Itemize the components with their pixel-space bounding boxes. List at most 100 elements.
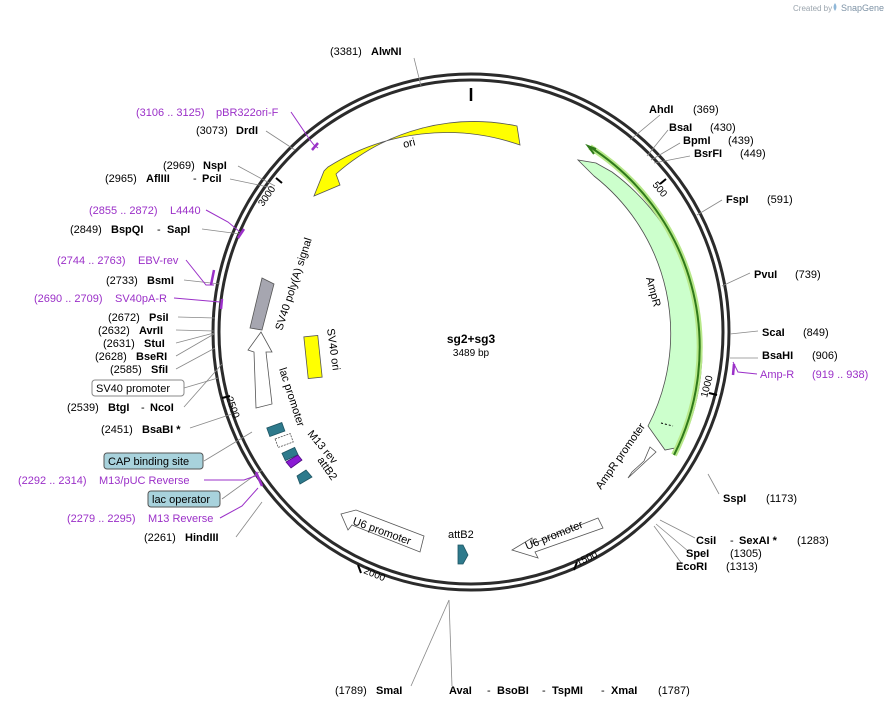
site-bsahi-name[interactable]: BsaHI: [762, 350, 793, 362]
cap-binding-site-mark[interactable]: [266, 422, 286, 438]
lac-operator-mark[interactable]: [274, 432, 294, 448]
site-bspqi-name[interactable]: BspQI: [111, 224, 143, 236]
pbr322-primer-mark: [311, 142, 319, 151]
ori-arrow[interactable]: [313, 121, 521, 197]
primer-m13rev-name[interactable]: M13 Reverse: [148, 513, 213, 525]
site-spei-name[interactable]: SpeI: [686, 548, 709, 560]
u6-promoter-left-arrow[interactable]: [340, 509, 425, 553]
feature-sv40-ori[interactable]: SV40 ori: [303, 328, 342, 380]
site-hindiii-name[interactable]: HindIII: [185, 532, 219, 544]
right-site-labels: AhdI (369) BsaI (430) BpmI (439) BsrFI (…: [649, 104, 868, 573]
site-ahdi-name[interactable]: AhdI: [649, 104, 673, 116]
lac-operator-label: lac operator: [152, 494, 210, 506]
tick-2000-mark: [357, 564, 362, 574]
feature-attb2-bottom[interactable]: attB2: [448, 529, 474, 565]
bottom-site-labels: (1789) SmaI AvaI - BsoBI - TspMI - XmaI …: [335, 685, 690, 697]
feature-ori[interactable]: ori: [313, 121, 521, 197]
site-smai-name[interactable]: SmaI: [376, 685, 402, 697]
site-avai-name[interactable]: AvaI: [449, 685, 472, 697]
u6-promoter-right-arrow[interactable]: [511, 517, 604, 559]
feature-sv40-polya[interactable]: SV40 poly(A) signal: [249, 236, 315, 332]
site-pcii-name[interactable]: PciI: [202, 173, 222, 185]
site-ncoi-name[interactable]: NcoI: [150, 402, 174, 414]
tick-500: 500: [650, 180, 669, 200]
tick-1500: 1500: [575, 549, 600, 569]
site-sexai-name[interactable]: SexAI *: [739, 535, 778, 547]
credit-brand: SnapGene: [841, 3, 884, 13]
sv40-ori-box[interactable]: [303, 334, 323, 380]
site-drdi-name[interactable]: DrdI: [236, 125, 258, 137]
primer-pbr322-name[interactable]: pBR322ori-F: [216, 107, 279, 119]
site-scai-name[interactable]: ScaI: [762, 327, 785, 339]
site-fspi-name[interactable]: FspI: [726, 194, 749, 206]
feature-ampr[interactable]: AmpR: [576, 143, 703, 457]
site-avrii-name[interactable]: AvrII: [139, 325, 163, 337]
primer-m13rev-range: (2279 .. 2295): [67, 513, 136, 525]
primer-ebv-range: (2744 .. 2763): [57, 255, 126, 267]
primer-l4440-name[interactable]: L4440: [170, 205, 201, 217]
m13-rev-mark[interactable]: [285, 454, 303, 469]
site-spei-pos: (1305): [730, 548, 762, 560]
sv40-promoter-box[interactable]: [91, 379, 185, 397]
site-alwni-name[interactable]: AlwNI: [371, 46, 402, 58]
cap-binding-site-box[interactable]: [103, 452, 204, 470]
lac-promoter-label: lac promoter: [276, 366, 306, 428]
site-csii-name[interactable]: CsiI: [696, 535, 716, 547]
site-ecori-pos: (1313): [726, 561, 758, 573]
ampr-direction-icon: [585, 143, 597, 155]
site-bsai-name[interactable]: BsaI: [669, 122, 692, 134]
lac-operator-box[interactable]: [147, 490, 221, 508]
l4440-primer-mark: [236, 228, 246, 239]
site-bsobi-name[interactable]: BsoBI: [497, 685, 529, 697]
lac-promoter-arrow[interactable]: [247, 331, 273, 409]
sv40-polya-arrow[interactable]: [249, 277, 275, 331]
primer-sv40pa-name[interactable]: SV40pA-R: [115, 293, 167, 305]
leader-lines: [175, 57, 759, 687]
attb2-small-arrow[interactable]: [296, 469, 313, 485]
primer-ebv-name[interactable]: EBV-rev: [138, 255, 179, 267]
site-sspi-name[interactable]: SspI: [723, 493, 746, 505]
site-btgi-name[interactable]: BtgI: [108, 402, 129, 414]
site-smai-pos: (1789): [335, 685, 367, 697]
feature-lac-promoter[interactable]: lac promoter: [247, 331, 307, 428]
tick-3000-mark: [275, 177, 283, 184]
site-bpmi-pos: (439): [728, 135, 754, 147]
site-tspmi-name[interactable]: TspMI: [552, 685, 583, 697]
attb2-bottom-arrow[interactable]: [457, 544, 469, 565]
ampr-arrow[interactable]: [576, 159, 703, 451]
site-bseri-name[interactable]: BseRI: [136, 351, 167, 363]
site-nspi-name[interactable]: NspI: [203, 160, 227, 172]
site-sfii-name[interactable]: SfiI: [151, 364, 168, 376]
site-csii-sep: -: [730, 535, 734, 547]
backbone: [211, 72, 731, 592]
site-afliii-name[interactable]: AflIII: [146, 173, 170, 185]
primer-m13puc-name[interactable]: M13/pUC Reverse: [99, 475, 189, 487]
top-site-labels: (3381) AlwNI: [330, 46, 402, 58]
feature-ampr-promoter[interactable]: AmpR promoter: [594, 421, 657, 492]
site-stui-name[interactable]: StuI: [144, 338, 165, 350]
site-bpmi-name[interactable]: BpmI: [683, 135, 711, 147]
site-xmai-name[interactable]: XmaI: [611, 685, 637, 697]
primer-ampr-name[interactable]: Amp-R: [760, 369, 794, 381]
site-bsmi-name[interactable]: BsmI: [147, 275, 174, 287]
l4440-primer-line: [205, 209, 241, 233]
ampr-translation-line: [589, 146, 701, 456]
tick-2500-mark: [221, 395, 231, 399]
sv40-ori-label: SV40 ori: [324, 328, 342, 371]
site-sapi-name[interactable]: SapI: [167, 224, 190, 236]
m13puc-primer-mark: [254, 471, 264, 487]
site-ecori-name[interactable]: EcoRI: [676, 561, 707, 573]
site-bsrfi-name[interactable]: BsrFI: [694, 148, 722, 160]
ampr-promoter-arrow[interactable]: [627, 446, 657, 479]
feature-small-lac-region[interactable]: M13 rev attB2: [266, 422, 340, 485]
site-pvui-name[interactable]: PvuI: [754, 269, 777, 281]
attb2-small-mark[interactable]: [281, 446, 299, 462]
site-afliii-sep: -: [193, 173, 197, 185]
feature-u6-promoter-left[interactable]: U6 promoter: [340, 509, 425, 553]
site-bsabi-name[interactable]: BsaBI *: [142, 424, 181, 436]
site-psii-name[interactable]: PsiI: [149, 312, 169, 324]
site-avrii-pos: (2632): [98, 325, 130, 337]
site-fspi-pos: (591): [767, 194, 793, 206]
site-bsahi-pos: (906): [812, 350, 838, 362]
